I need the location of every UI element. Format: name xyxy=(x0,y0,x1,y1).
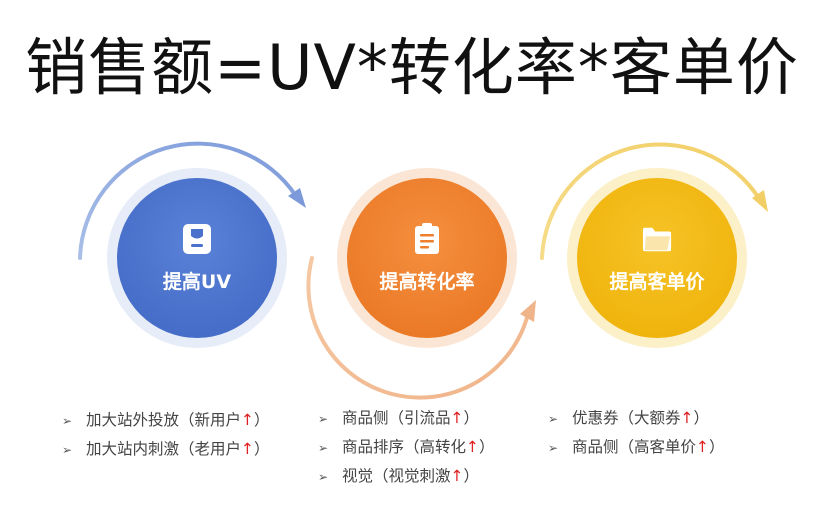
up-arrow-icon: ↑ xyxy=(450,409,464,427)
list-item: ➢加大站内刺激（老用户↑） xyxy=(62,435,270,464)
up-arrow-icon: ↑ xyxy=(450,467,464,485)
uv-tactics-list: ➢加大站外投放（新用户↑） ➢加大站内刺激（老用户↑） xyxy=(62,406,270,464)
node-label: 提高转化率 xyxy=(379,270,475,293)
list-item: ➢商品排序（高转化↑） xyxy=(318,433,495,462)
node-label: 提高UV xyxy=(162,270,232,293)
bullet-arrow-icon: ➢ xyxy=(548,412,559,426)
list-item: ➢商品侧（引流品↑） xyxy=(318,404,495,433)
yellow-arrowhead xyxy=(752,190,768,212)
bullet-arrow-icon: ➢ xyxy=(318,470,329,484)
bullet-arrow-icon: ➢ xyxy=(548,441,559,455)
orange-flow-arc xyxy=(306,256,530,400)
folder-icon xyxy=(642,227,672,251)
node-increase-uv: 提高UV xyxy=(117,178,277,338)
up-arrow-icon: ↑ xyxy=(466,438,480,456)
orange-arrowhead xyxy=(520,300,536,322)
bullet-arrow-icon: ➢ xyxy=(62,414,73,428)
page-title: 销售额=UV*转化率*客单价 xyxy=(25,31,799,104)
bullet-arrow-icon: ➢ xyxy=(318,441,329,455)
up-arrow-icon: ↑ xyxy=(696,438,710,456)
up-arrow-icon: ↑ xyxy=(241,411,255,429)
document-icon xyxy=(415,222,439,254)
node-label: 提高客单价 xyxy=(609,270,705,293)
up-arrow-icon: ↑ xyxy=(241,440,255,458)
list-item: ➢视觉（视觉刺激↑） xyxy=(318,462,495,491)
order-value-tactics-list: ➢优惠券（大额券↑） ➢商品侧（高客单价↑） xyxy=(548,404,725,462)
blue-arrowhead xyxy=(288,188,306,208)
bullet-arrow-icon: ➢ xyxy=(318,412,329,426)
clipboard-badge-icon xyxy=(183,223,211,254)
node-increase-conversion: 提高转化率 xyxy=(347,178,507,338)
node-increase-order-value: 提高客单价 xyxy=(577,178,737,338)
list-item: ➢商品侧（高客单价↑） xyxy=(548,433,725,462)
list-item: ➢加大站外投放（新用户↑） xyxy=(62,406,270,435)
up-arrow-icon: ↑ xyxy=(680,409,694,427)
bullet-arrow-icon: ➢ xyxy=(62,443,73,457)
yellow-flow-arc xyxy=(540,142,762,260)
list-item: ➢优惠券（大额券↑） xyxy=(548,404,725,433)
conversion-tactics-list: ➢商品侧（引流品↑） ➢商品排序（高转化↑） ➢视觉（视觉刺激↑） xyxy=(318,404,495,491)
blue-flow-arc xyxy=(78,141,298,260)
